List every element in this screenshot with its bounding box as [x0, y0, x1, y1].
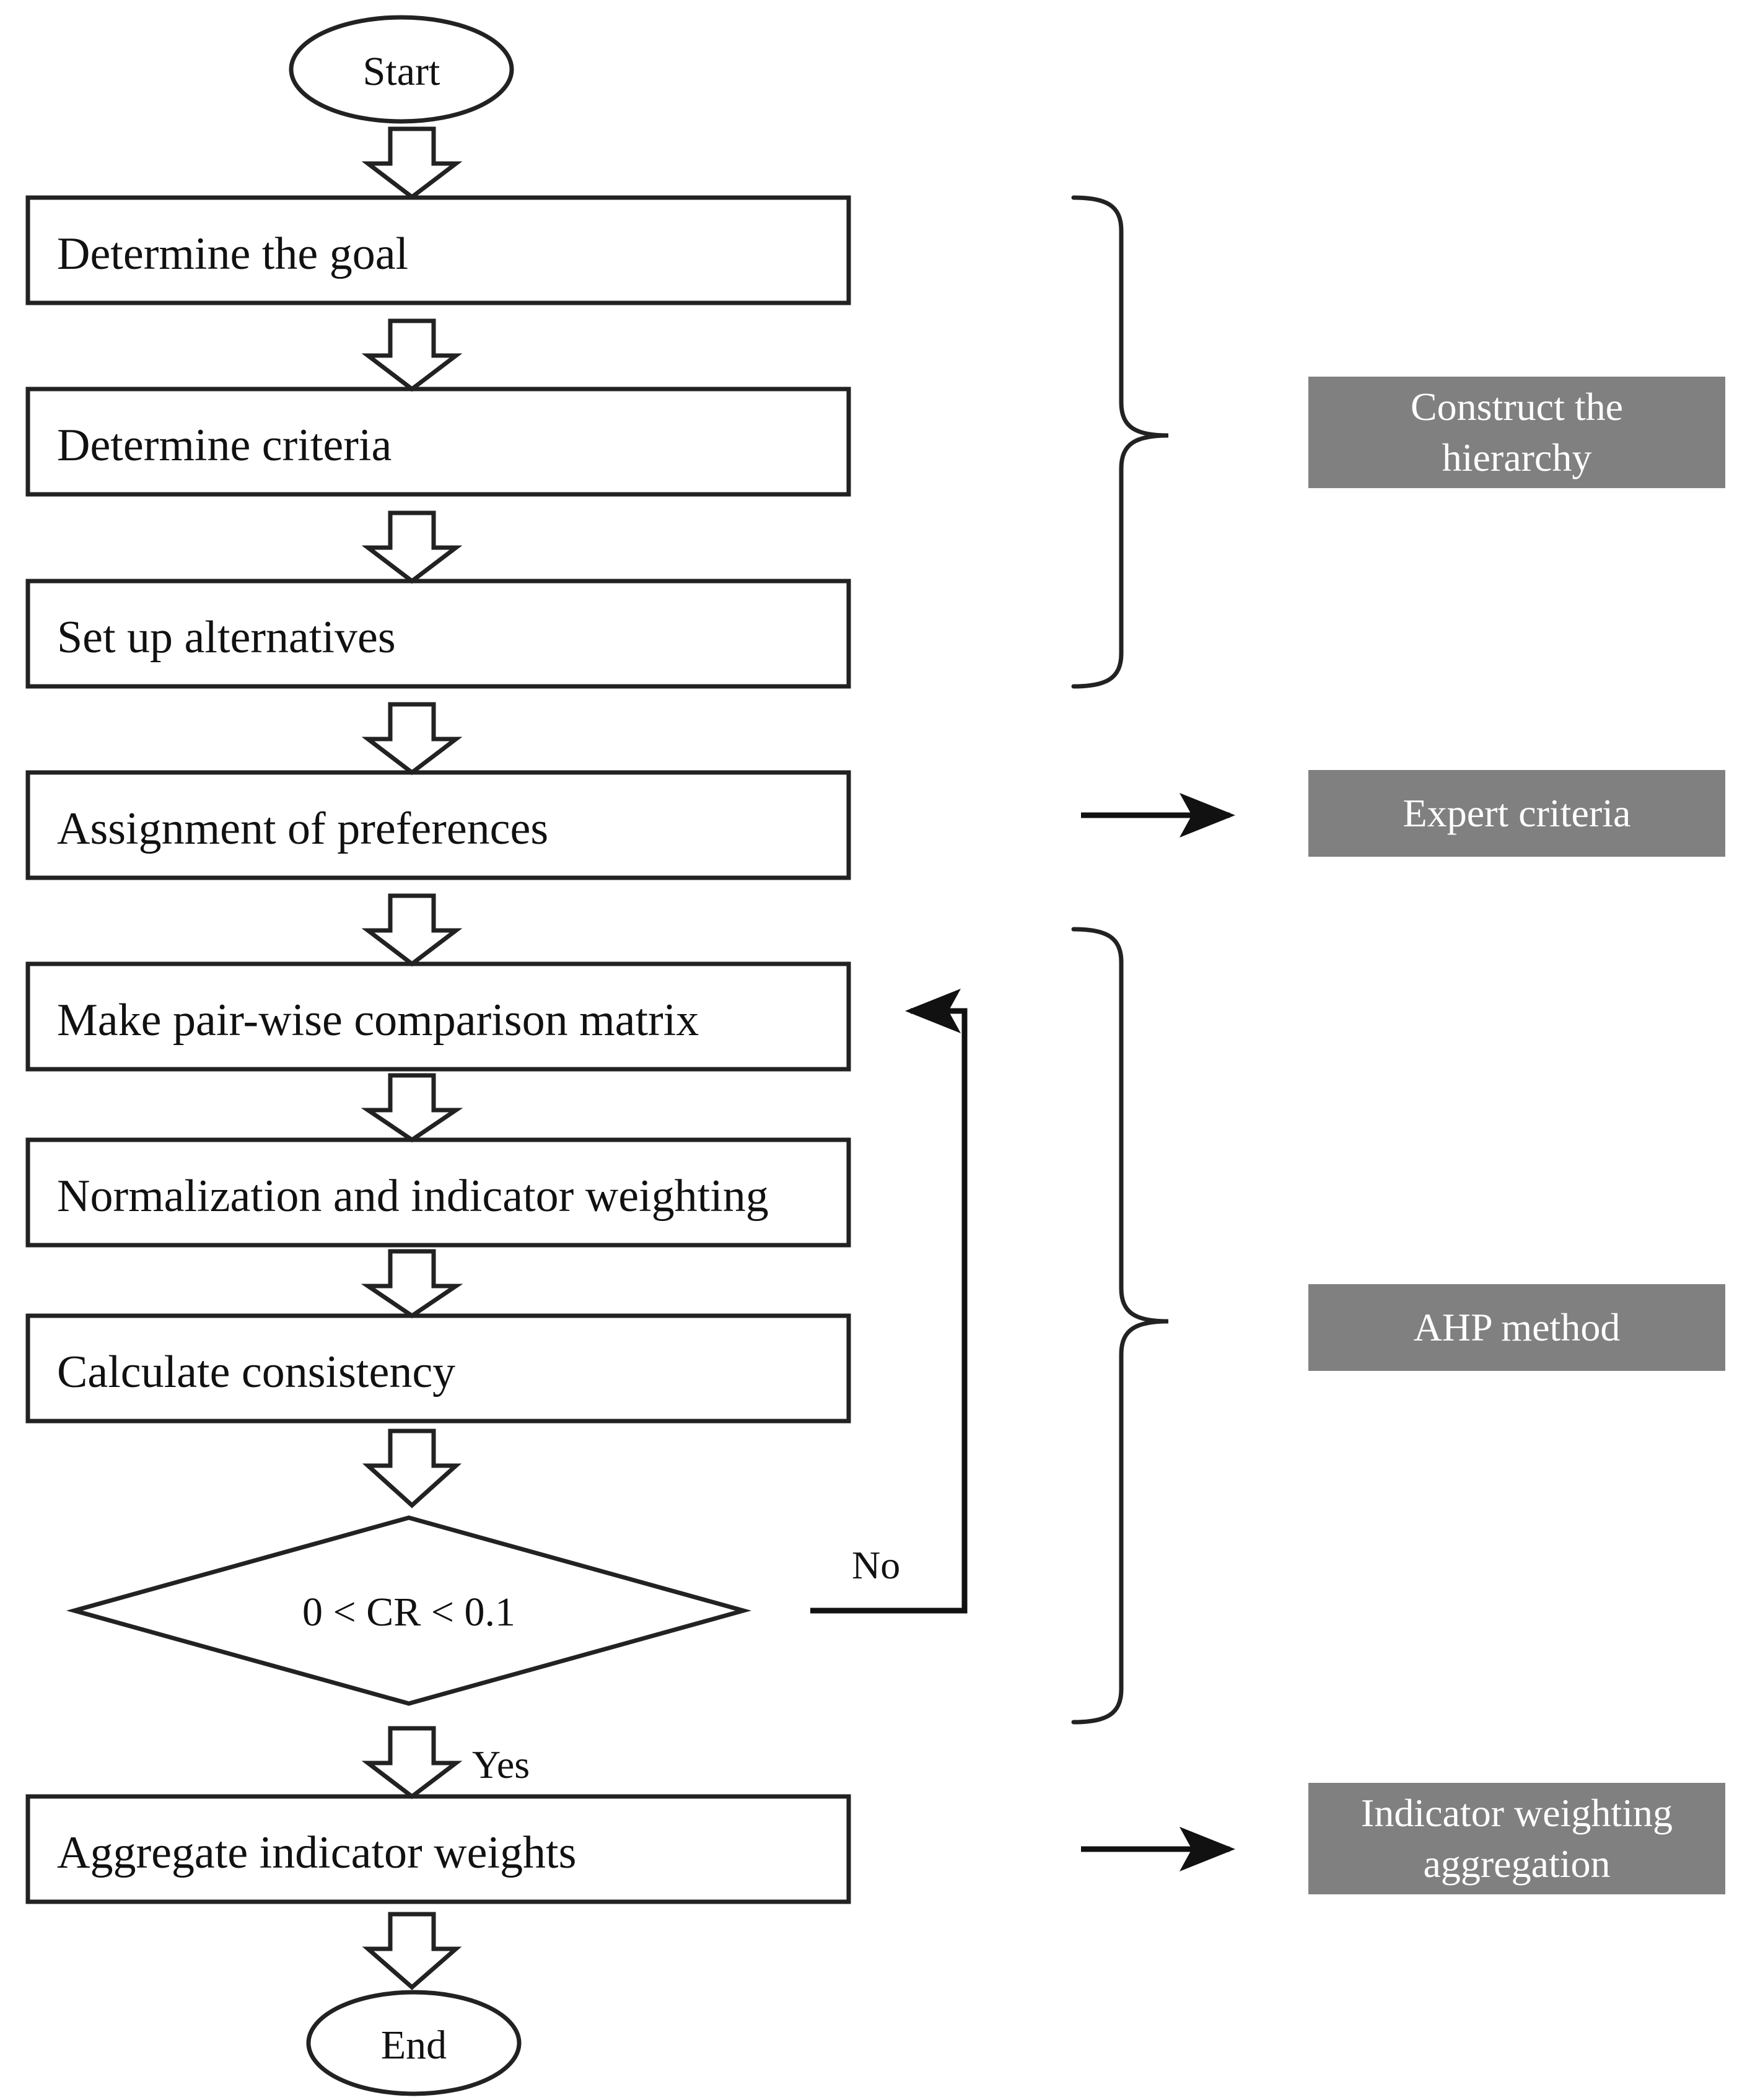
- decision-label-cr-check: 0 < CR < 0.1: [302, 1590, 515, 1635]
- group-box-line1: Construct the: [1410, 385, 1624, 429]
- block-arrow-preferences-to-matrix: [361, 893, 463, 967]
- terminal-end-label: End: [380, 2023, 447, 2068]
- edge-label-yes: Yes: [472, 1743, 530, 1787]
- block-arrow-matrix-to-normalize: [361, 1073, 463, 1143]
- block-arrow-criteria-to-alternatives: [361, 510, 463, 584]
- group-box-line2: aggregation: [1423, 1842, 1611, 1886]
- terminal-start-label: Start: [362, 49, 440, 94]
- block-arrow-decision-to-aggregate: [361, 1726, 463, 1800]
- process-box-consistency: [25, 1313, 851, 1424]
- process-box-preferences: [25, 770, 851, 880]
- brace-construct-hierarchy: [1071, 195, 1169, 689]
- group-box-label-construct-hierarchy: Construct the hierarchy: [1308, 377, 1725, 488]
- process-label-matrix: Make pair-wise comparison matrix: [57, 995, 699, 1046]
- group-box-construct-hierarchy-shape: [1308, 377, 1725, 488]
- block-arrow-normalize-to-consistency: [361, 1249, 463, 1319]
- feedback-loop-no-path: [810, 989, 968, 1614]
- block-arrow-goal-to-criteria: [361, 318, 463, 392]
- process-box-aggregate: [25, 1794, 851, 1904]
- block-arrow-aggregate-to-end: [362, 1912, 462, 1990]
- process-box-matrix: [25, 961, 851, 1072]
- process-label-alternatives: Set up alternatives: [57, 612, 396, 663]
- block-arrow-alternatives-to-preferences: [361, 702, 463, 776]
- group-box-line2: hierarchy: [1442, 435, 1592, 479]
- block-arrow-consistency-to-decision: [362, 1428, 462, 1508]
- process-label-aggregate: Aggregate indicator weights: [57, 1827, 577, 1878]
- process-box-normalize: [25, 1137, 851, 1248]
- terminal-start-shape: [289, 15, 514, 124]
- process-box-alternatives: [25, 579, 851, 689]
- group-box-ahp-method-shape: [1308, 1284, 1725, 1371]
- process-label-normalize: Normalization and indicator weighting: [57, 1171, 769, 1222]
- process-box-criteria: [25, 387, 851, 497]
- group-box-expert-criteria-shape: [1308, 770, 1725, 857]
- terminal-end-shape: [306, 1990, 522, 2096]
- brace-ahp-method: [1071, 927, 1169, 1725]
- process-box-goal: [25, 195, 851, 305]
- edge-label-no: No: [852, 1543, 901, 1587]
- process-label-goal: Determine the goal: [57, 229, 409, 279]
- process-label-criteria: Determine criteria: [57, 420, 392, 471]
- block-arrow-start-to-goal: [361, 126, 463, 200]
- process-label-preferences: Assignment of preferences: [57, 803, 549, 854]
- decision-diamond-shape: [66, 1515, 752, 1706]
- group-box-line1: Indicator weighting: [1361, 1791, 1673, 1835]
- process-label-consistency: Calculate consistency: [57, 1347, 456, 1398]
- group-box-label-indicator-aggregation: Indicator weighting aggregation: [1308, 1783, 1725, 1894]
- group-box-indicator-aggregation-shape: [1308, 1783, 1725, 1894]
- group-box-label-ahp-method: AHP method: [1413, 1305, 1621, 1350]
- group-box-label-expert-criteria: Expert criteria: [1403, 791, 1631, 836]
